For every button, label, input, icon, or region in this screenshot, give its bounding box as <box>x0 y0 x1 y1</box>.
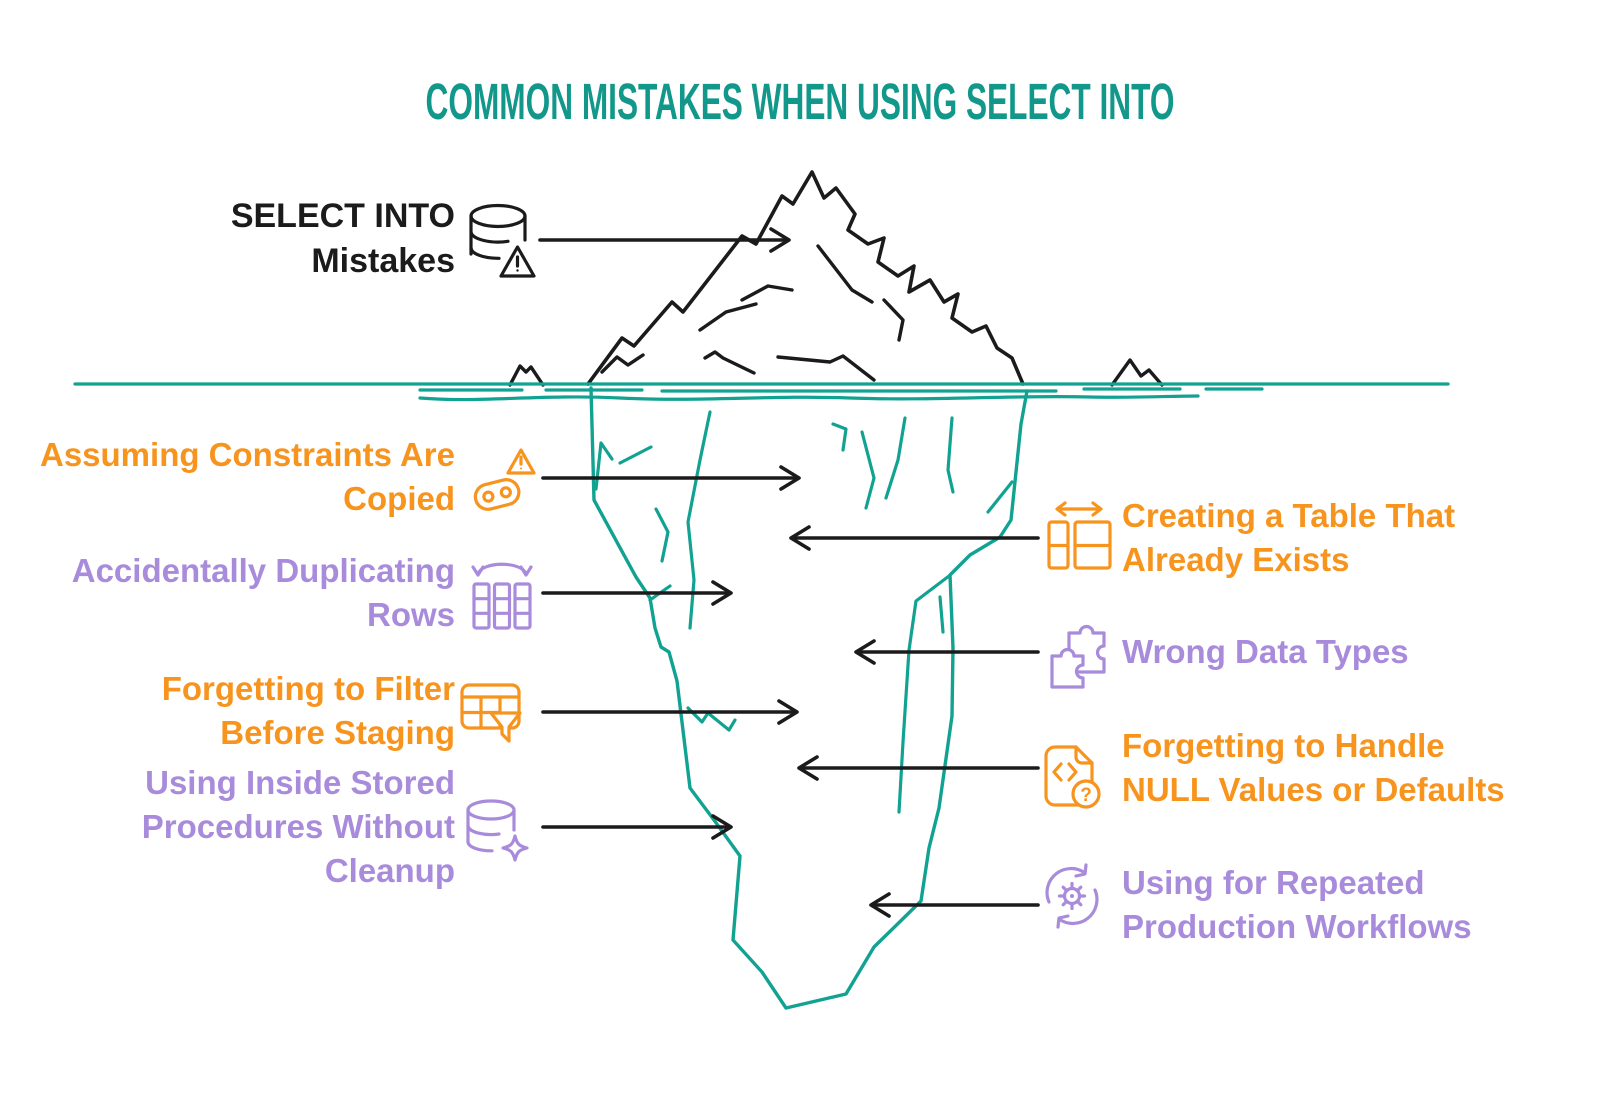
database-sparkle-icon <box>466 799 529 862</box>
code-file-question-icon: ? <box>1044 745 1101 809</box>
iceberg-below-water <box>589 386 1029 1010</box>
label-wrong-data-types: Wrong Data Types <box>1122 633 1409 670</box>
label-stored-procedures: Using Inside Stored Procedures Without C… <box>141 764 455 889</box>
constraint-warning-icon <box>473 448 536 511</box>
arrow-forgetting-filter <box>541 699 799 725</box>
table-filter-icon <box>460 683 522 743</box>
arrow-assuming-constraints <box>541 465 801 491</box>
arrow-table-exists <box>789 525 1040 551</box>
connector-arrows <box>538 227 1040 918</box>
arrow-stored-procedures <box>541 814 733 840</box>
arrow-production-workflows <box>869 892 1040 918</box>
iceberg-above-water <box>508 170 1164 387</box>
puzzle-icon <box>1050 624 1106 689</box>
waterline <box>73 382 1450 402</box>
topic-label: SELECT INTO Mistakes <box>230 197 455 280</box>
table-resize-icon <box>1047 501 1112 570</box>
mini-iceberg-left <box>508 364 545 387</box>
label-table-exists: Creating a Table That Already Exists <box>1122 497 1456 578</box>
arrow-topic <box>538 227 791 253</box>
arrow-wrong-data-types <box>854 639 1040 665</box>
arrow-duplicating-rows <box>541 580 733 606</box>
label-production-workflows: Using for Repeated Production Workflows <box>1122 864 1472 945</box>
database-warning-icon <box>469 203 536 278</box>
label-null-values: Forgetting to Handle NULL Values or Defa… <box>1122 727 1505 808</box>
arrow-null-values <box>797 755 1040 781</box>
duplicate-rows-icon <box>471 562 533 630</box>
svg-text:?: ? <box>1080 785 1092 806</box>
page-title-wrap: COMMON MISTAKES WHEN USING SELECT INTO <box>0 72 1600 131</box>
iceberg-cracks-above <box>600 244 905 382</box>
label-duplicating-rows: Accidentally Duplicating Rows <box>71 552 455 633</box>
page-title: COMMON MISTAKES WHEN USING SELECT INTO <box>425 73 1175 130</box>
label-forgetting-filter: Forgetting to Filter Before Staging <box>161 670 455 751</box>
gear-refresh-icon <box>1045 863 1099 929</box>
iceberg-cracks-below <box>594 410 1014 814</box>
mini-iceberg-right <box>1110 358 1164 387</box>
label-assuming-constraints: Assuming Constraints Are Copied <box>39 436 455 517</box>
